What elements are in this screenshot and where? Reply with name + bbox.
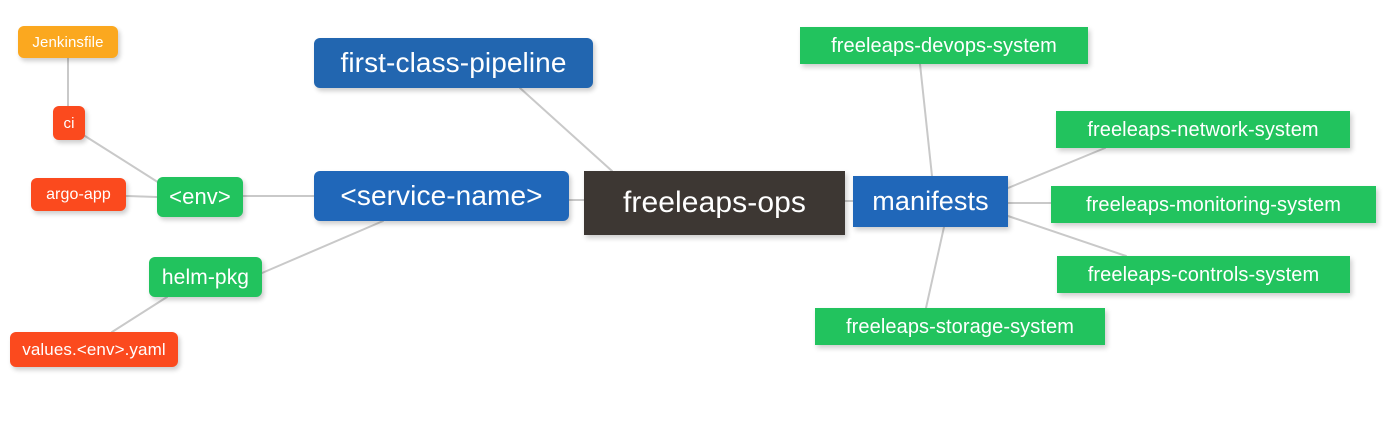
mindmap-edge-manifests-to-freeleaps-storage-system xyxy=(925,226,945,309)
mindmap-node-label: values.<env>.yaml xyxy=(22,340,166,359)
mindmap-edge-manifests-to-freeleaps-devops-system xyxy=(919,63,933,177)
mindmap-node-label: <env> xyxy=(169,184,231,209)
mindmap-node-manifests[interactable]: manifests xyxy=(853,176,1008,227)
mindmap-node-freeleaps-monitoring-system[interactable]: freeleaps-monitoring-system xyxy=(1051,186,1376,223)
mindmap-node-freeleaps-devops-system[interactable]: freeleaps-devops-system xyxy=(800,27,1088,64)
mindmap-node-label: freeleaps-ops xyxy=(622,186,807,219)
mindmap-node-label: freeleaps-monitoring-system xyxy=(1085,193,1341,216)
mindmap-node-label: manifests xyxy=(872,186,989,216)
mindmap-edge-argo-app-to-env xyxy=(125,195,158,198)
mindmap-edge-service-name-to-helm-pkg xyxy=(261,220,384,274)
mindmap-node-jenkinsfile[interactable]: Jenkinsfile xyxy=(18,26,118,58)
mindmap-node-label: freeleaps-network-system xyxy=(1087,118,1319,141)
mindmap-node-freeleaps-controls-system[interactable]: freeleaps-controls-system xyxy=(1057,256,1350,293)
mindmap-edge-manifests-to-freeleaps-network-system xyxy=(1007,147,1106,189)
mindmap-node-label: Jenkinsfile xyxy=(32,33,104,51)
mindmap-node-service-name[interactable]: <service-name> xyxy=(314,171,569,221)
mindmap-edge-first-class-pipeline-to-freeleaps-ops xyxy=(519,87,613,172)
mindmap-edge-helm-pkg-to-values-yaml xyxy=(111,296,168,333)
mindmap-node-label: ci xyxy=(63,114,75,132)
mindmap-node-label: freeleaps-devops-system xyxy=(831,34,1057,57)
mindmap-node-label: <service-name> xyxy=(340,180,543,211)
mindmap-node-label: freeleaps-storage-system xyxy=(845,315,1075,338)
mindmap-node-helm-pkg[interactable]: helm-pkg xyxy=(149,257,262,297)
mindmap-node-ci[interactable]: ci xyxy=(53,106,85,140)
mindmap-node-label: argo-app xyxy=(46,185,111,203)
mindmap-node-first-class-pipeline[interactable]: first-class-pipeline xyxy=(314,38,593,88)
mindmap-node-values-yaml[interactable]: values.<env>.yaml xyxy=(10,332,178,367)
mindmap-node-freeleaps-ops[interactable]: freeleaps-ops xyxy=(584,171,845,235)
mindmap-node-label: helm-pkg xyxy=(161,265,250,289)
mindmap-node-label: first-class-pipeline xyxy=(340,47,567,78)
mindmap-node-env[interactable]: <env> xyxy=(157,177,243,217)
mindmap-node-argo-app[interactable]: argo-app xyxy=(31,178,126,211)
mindmap-node-freeleaps-storage-system[interactable]: freeleaps-storage-system xyxy=(815,308,1105,345)
mindmap-node-freeleaps-network-system[interactable]: freeleaps-network-system xyxy=(1056,111,1350,148)
mindmap-node-label: freeleaps-controls-system xyxy=(1087,263,1320,286)
